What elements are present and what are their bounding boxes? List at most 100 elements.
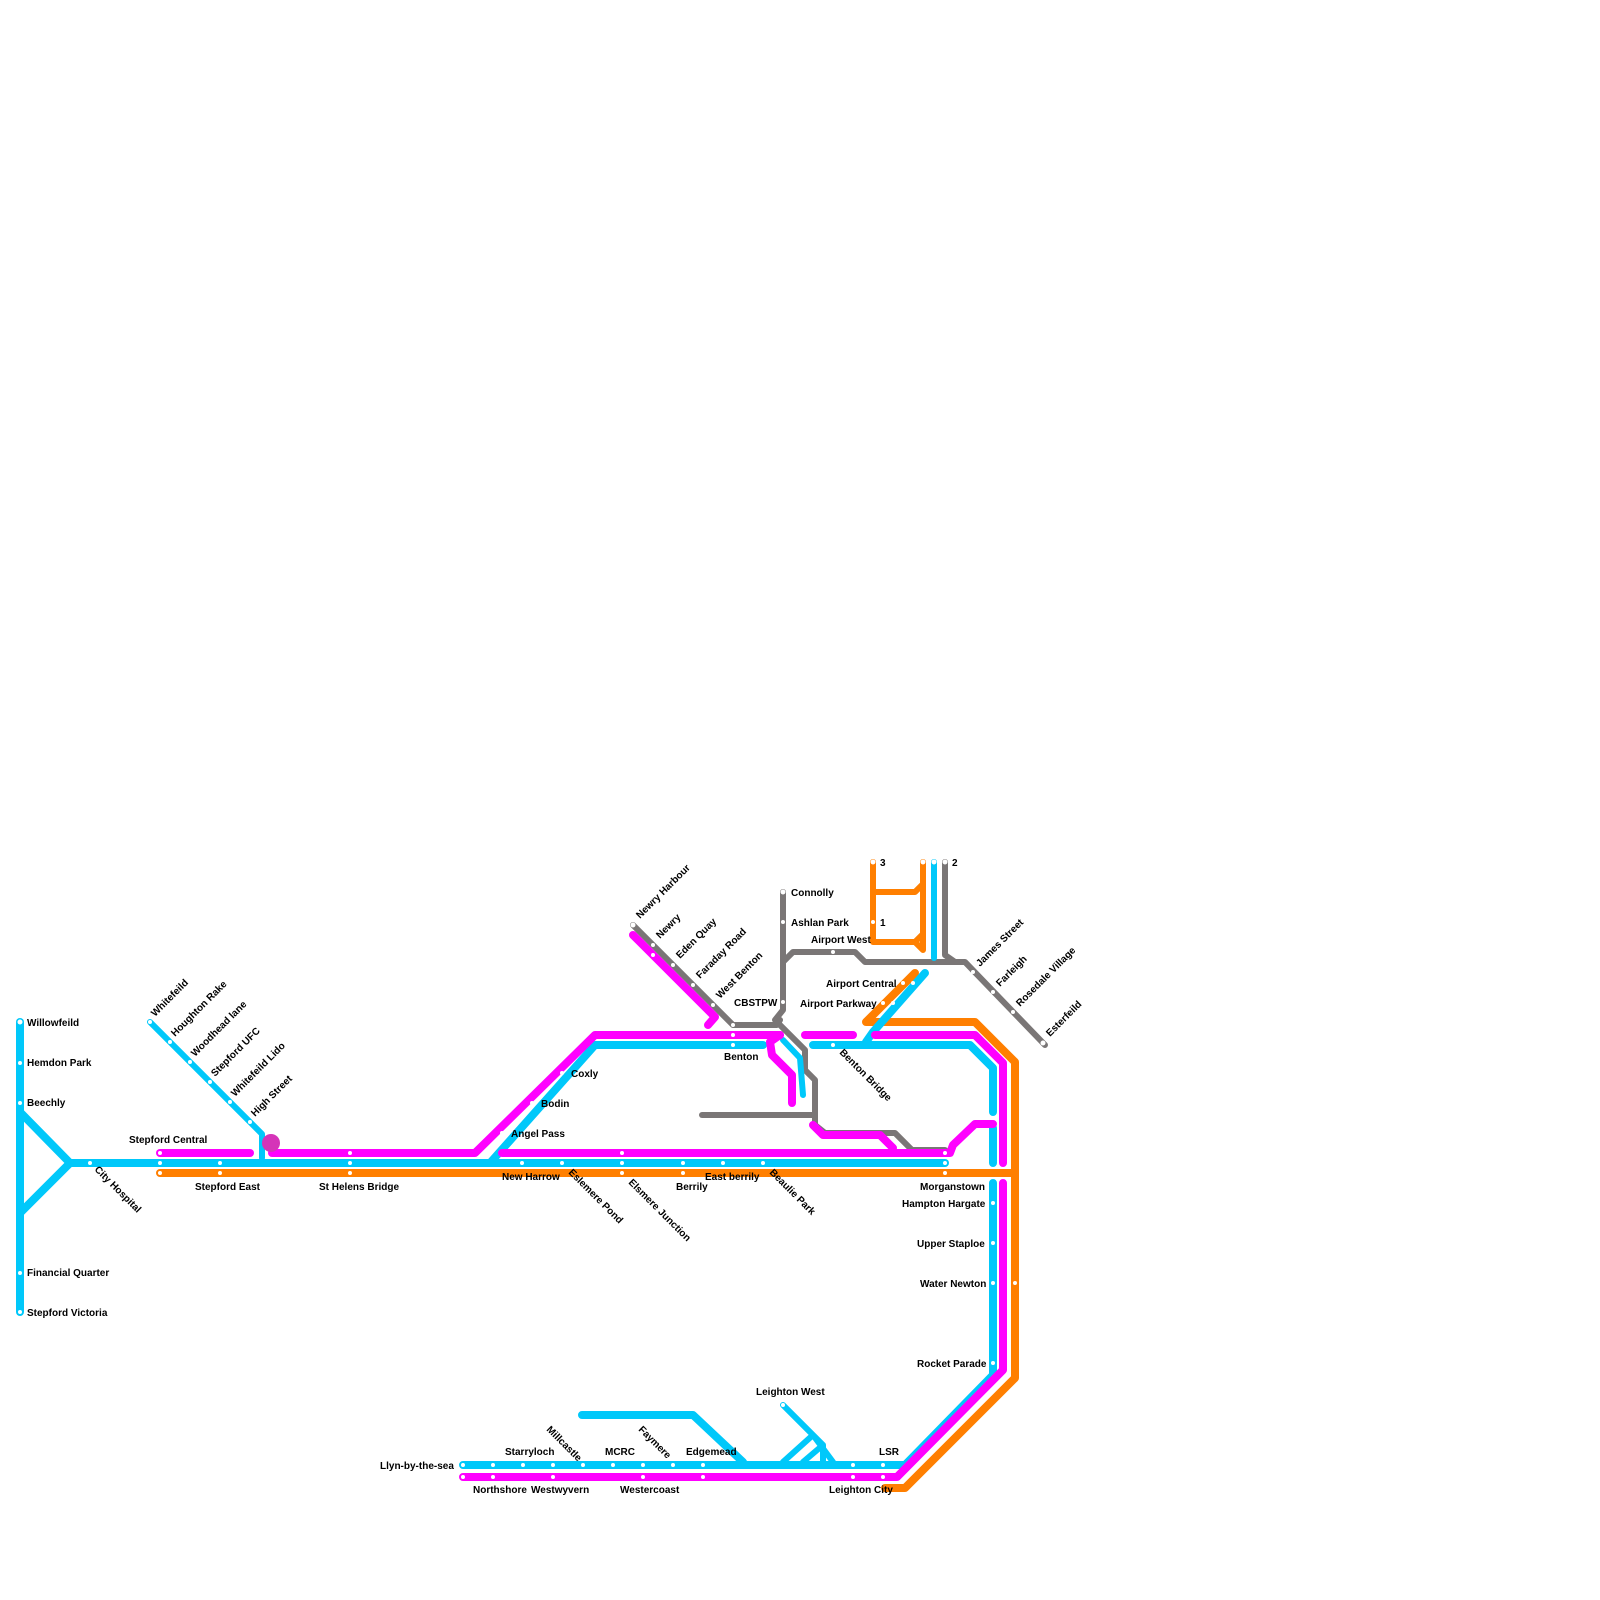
station-dot-faraday-road[interactable] xyxy=(691,983,695,987)
station-dot-westwyvern-2[interactable] xyxy=(551,1475,555,1479)
cyan-line-depot-siding xyxy=(578,1411,747,1466)
station-dot-edgemead-2[interactable] xyxy=(701,1475,705,1479)
station-dot-new-harrow[interactable] xyxy=(520,1161,524,1165)
station-dot-berrily-2[interactable] xyxy=(681,1171,685,1175)
station-dot-terminal-2[interactable] xyxy=(942,859,948,865)
station-dot-starryloch[interactable] xyxy=(521,1463,525,1467)
station-dot-morganstown-4[interactable] xyxy=(943,1171,947,1175)
station-dot-faymere[interactable] xyxy=(671,1463,675,1467)
label-berrily: Berrily xyxy=(676,1182,708,1193)
station-dot-northshore-2[interactable] xyxy=(491,1475,495,1479)
station-dot-airport-central[interactable] xyxy=(901,981,905,985)
station-dot-farleigh[interactable] xyxy=(991,990,995,994)
label-airport-central: Airport Central xyxy=(826,979,897,990)
station-dot-elsmere-junction[interactable] xyxy=(620,1151,624,1155)
station-dot-cbstpw[interactable] xyxy=(731,1023,735,1027)
station-dot-st-helens-bridge-3[interactable] xyxy=(348,1171,352,1175)
station-dot-eden-quay[interactable] xyxy=(671,963,675,967)
station-dot-stepford-east[interactable] xyxy=(218,1161,222,1165)
station-dot-city-hospital[interactable] xyxy=(88,1161,92,1165)
station-dot-stepford-east-2[interactable] xyxy=(218,1171,222,1175)
station-dot-ashlan-park[interactable] xyxy=(781,920,785,924)
station-dot-leighton-city-2[interactable] xyxy=(881,1475,885,1479)
station-dot-elsmere-junction-3[interactable] xyxy=(620,1171,624,1175)
station-dot-james-street[interactable] xyxy=(971,970,975,974)
station-dot-westercoast[interactable] xyxy=(641,1463,645,1467)
station-dot-angel-pass[interactable] xyxy=(500,1131,504,1135)
station-dot-financial-quarter[interactable] xyxy=(18,1271,22,1275)
label-llyn-by-the-sea: Llyn-by-the-sea xyxy=(380,1461,454,1472)
station-dot-morganstown[interactable] xyxy=(943,1141,947,1145)
station-dot-westercoast-2[interactable] xyxy=(641,1475,645,1479)
station-markers xyxy=(17,859,1046,1479)
station-dot-llyn-by-the-sea-2[interactable] xyxy=(461,1475,465,1479)
station-dot-stepford-central-2[interactable] xyxy=(158,1161,162,1165)
station-dot-hampton-hargate[interactable] xyxy=(991,1201,995,1205)
station-dot-water-newton-2[interactable] xyxy=(1013,1281,1017,1285)
station-dot-terminal-3[interactable] xyxy=(870,859,876,865)
station-dot-edgemead[interactable] xyxy=(701,1463,705,1467)
station-dot-willowfeild[interactable] xyxy=(17,1019,23,1025)
station-dot-benton-bridge[interactable] xyxy=(831,1043,835,1047)
station-dot-mcrc[interactable] xyxy=(611,1463,615,1467)
cyan-line-whitefeild-branch xyxy=(147,1019,265,1161)
station-dot-east-berrily[interactable] xyxy=(721,1161,725,1165)
station-dot-whitefeild[interactable] xyxy=(148,1020,152,1024)
station-dot-west-benton[interactable] xyxy=(711,1003,715,1007)
station-dot-bodin[interactable] xyxy=(530,1101,534,1105)
station-dot-woodhead-lane[interactable] xyxy=(188,1060,192,1064)
station-dot-cbstpw-2[interactable] xyxy=(781,1000,785,1004)
station-dot-terminal-1[interactable] xyxy=(871,920,875,924)
label-rocket-parade: Rocket Parade xyxy=(917,1359,987,1370)
station-dot-st-helens-bridge[interactable] xyxy=(348,1151,352,1155)
station-dot-millcastle[interactable] xyxy=(581,1463,585,1467)
magenta-line-benton-loop xyxy=(766,1031,796,1107)
station-dot-leighton-city[interactable] xyxy=(851,1475,855,1479)
station-dot-lsr[interactable] xyxy=(851,1463,855,1467)
station-dot-rosedale-village[interactable] xyxy=(1011,1010,1015,1014)
magenta-line-hook xyxy=(809,1121,897,1152)
station-dot-stepford-victoria[interactable] xyxy=(18,1310,22,1314)
station-dot-airport-west[interactable] xyxy=(831,950,835,954)
station-dot-newry[interactable] xyxy=(651,943,655,947)
station-dot-st-helens-bridge-2[interactable] xyxy=(348,1161,352,1165)
station-dot-eslemere-pond[interactable] xyxy=(560,1161,564,1165)
station-dot-benton-2[interactable] xyxy=(731,1043,735,1047)
station-dot-leighton-west[interactable] xyxy=(781,1403,785,1407)
station-dot-upper-staploe[interactable] xyxy=(991,1241,995,1245)
station-dot-esterfeild[interactable] xyxy=(1040,1040,1046,1046)
station-dot-westwyvern[interactable] xyxy=(551,1463,555,1467)
station-dot-morganstown-3[interactable] xyxy=(943,1161,947,1165)
station-dot-water-newton[interactable] xyxy=(991,1281,995,1285)
station-dot-high-street[interactable] xyxy=(248,1120,252,1124)
station-dot-benton[interactable] xyxy=(731,1033,735,1037)
station-dot-whitefeild-lido[interactable] xyxy=(228,1100,232,1104)
station-dot-airport-parkway[interactable] xyxy=(881,1001,885,1005)
station-dot-hemdon-park[interactable] xyxy=(18,1061,22,1065)
station-dot-airport-parkway-2[interactable] xyxy=(891,1001,895,1005)
station-dot-elsmere-junction-2[interactable] xyxy=(620,1161,624,1165)
station-dot-terminal-2-cyan[interactable] xyxy=(931,859,937,865)
station-dot-newry-2[interactable] xyxy=(651,953,655,957)
station-dot-morganstown-2[interactable] xyxy=(943,1151,947,1155)
interchange-high-street[interactable] xyxy=(262,1134,280,1152)
station-dot-beaulie-park[interactable] xyxy=(761,1161,765,1165)
station-dot-berrily[interactable] xyxy=(681,1161,685,1165)
station-dot-houghton-rake[interactable] xyxy=(168,1040,172,1044)
station-dot-newry-harbour[interactable] xyxy=(630,922,636,928)
station-dot-llyn-by-the-sea[interactable] xyxy=(461,1463,465,1467)
label-whitefeild: Whitefeild xyxy=(149,978,191,1020)
station-dot-rocket-parade[interactable] xyxy=(991,1361,995,1365)
station-dot-coxly[interactable] xyxy=(560,1071,564,1075)
station-dot-stepford-central[interactable] xyxy=(158,1151,162,1155)
station-dot-stepford-central-3[interactable] xyxy=(158,1171,162,1175)
station-dot-terminal-2-orange[interactable] xyxy=(920,859,926,865)
station-dot-airport-central-2[interactable] xyxy=(911,981,915,985)
station-dot-stepford-ufc[interactable] xyxy=(208,1080,212,1084)
station-dot-connolly[interactable] xyxy=(780,889,786,895)
label-newry: Newry xyxy=(654,912,683,941)
station-dot-lsr-2[interactable] xyxy=(881,1463,885,1467)
station-dot-northshore[interactable] xyxy=(491,1463,495,1467)
station-dot-beechly[interactable] xyxy=(18,1101,22,1105)
cyan-line-west-triangle xyxy=(16,1108,74,1217)
